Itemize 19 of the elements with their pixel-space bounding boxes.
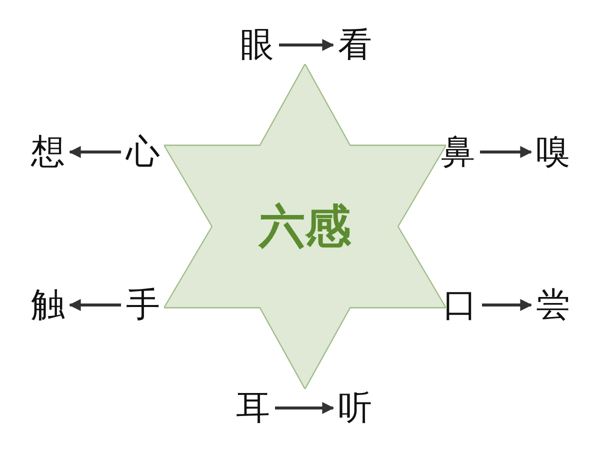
sense-label: 手 — [126, 288, 160, 322]
arrow — [279, 39, 334, 51]
sense-label: 触 — [31, 288, 65, 322]
sense-label: 心 — [126, 135, 160, 169]
sense-label: 想 — [31, 135, 65, 169]
arrow — [482, 299, 532, 311]
sense-label: 听 — [338, 391, 372, 425]
arrow — [480, 146, 532, 158]
arrow — [68, 146, 121, 158]
sense-label: 眼 — [240, 28, 274, 62]
center-title: 六感 — [259, 203, 351, 249]
sense-label: 嗅 — [536, 135, 570, 169]
sense-label: 口 — [443, 288, 477, 322]
sense-label: 鼻 — [441, 135, 475, 169]
sense-label: 尝 — [536, 288, 570, 322]
arrow — [275, 402, 334, 414]
sense-label: 耳 — [236, 391, 270, 425]
arrow — [68, 299, 121, 311]
sense-label: 看 — [338, 28, 372, 62]
